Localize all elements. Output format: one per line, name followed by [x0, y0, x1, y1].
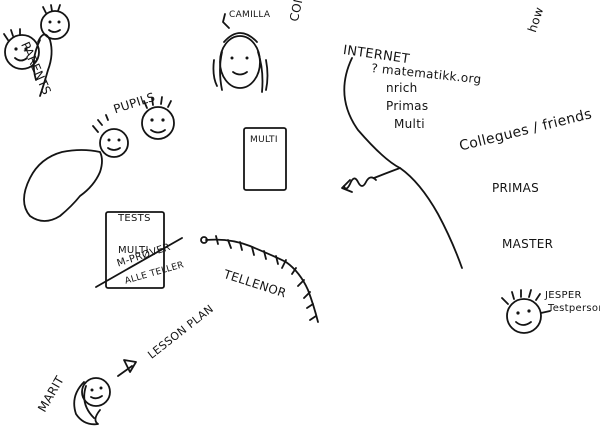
telenor-path	[200, 235, 319, 323]
parent-face-left-icon	[3, 28, 40, 70]
nrich-label: nrich	[386, 81, 418, 95]
master-label: MASTER	[502, 237, 554, 251]
multi-web-label: Multi	[394, 117, 425, 131]
multi-book-label: MULTI	[250, 135, 278, 145]
primas-web-label: Primas	[386, 99, 429, 113]
tests-title-label: TESTS	[118, 213, 151, 224]
pupils-figures	[23, 96, 175, 222]
pupil-face-right-icon	[141, 96, 175, 140]
parents-figures	[3, 4, 70, 97]
testperson-label: Testperson	[548, 303, 600, 314]
jesper-label: JESPER	[545, 290, 582, 301]
primas-label: PRIMAS	[492, 181, 540, 195]
jesper-figure	[501, 289, 551, 334]
camilla-label: CAMILLA	[229, 10, 271, 20]
multi-book-shape	[243, 127, 287, 191]
internet-branch-lines	[341, 57, 463, 269]
wavy-arrow-icon	[343, 176, 377, 190]
pupils-blob-shape	[23, 149, 103, 222]
tests-multi-label: MULTI	[118, 245, 149, 256]
parent-face-right-icon	[40, 4, 70, 40]
camilla-figure	[212, 13, 269, 93]
parents-body-line	[37, 33, 53, 97]
lesson-plan-arrow	[117, 359, 137, 377]
marit-figure	[73, 377, 111, 426]
pupil-face-left-icon	[92, 114, 129, 158]
tests-box	[95, 211, 183, 289]
